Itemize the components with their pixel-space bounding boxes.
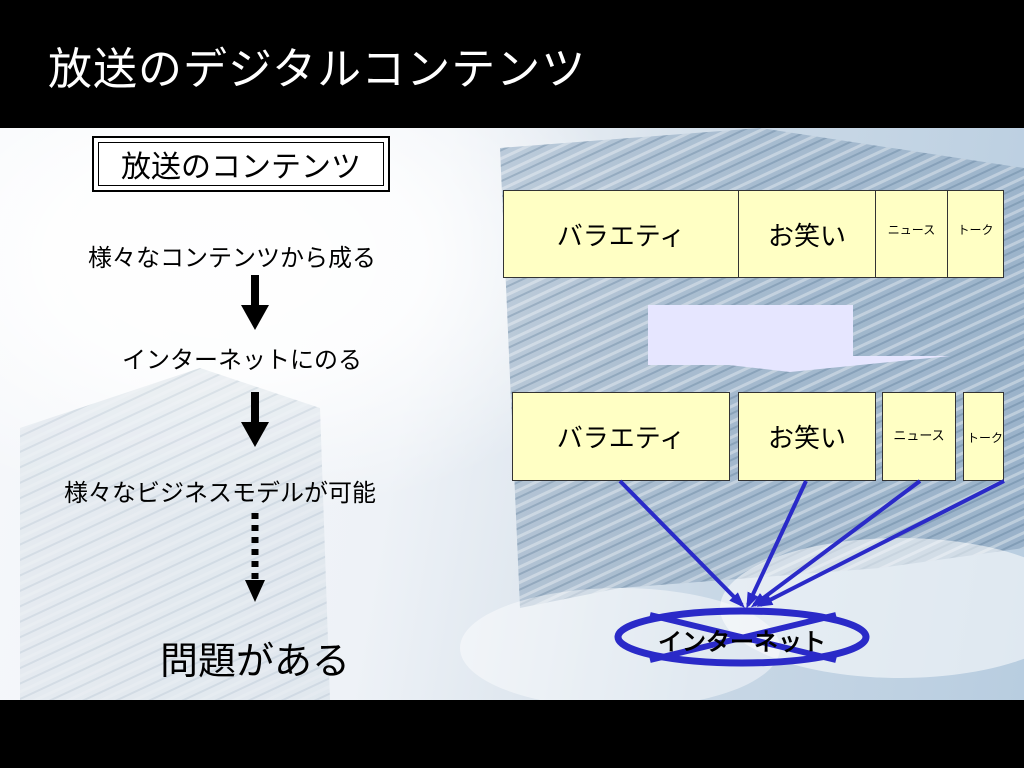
transition-band	[648, 305, 853, 365]
bottom-box-talk: トーク	[963, 392, 1004, 481]
top-box-news: ニュース	[875, 190, 948, 278]
flow-conclusion: 問題がある	[160, 639, 351, 683]
contents-heading-box: 放送のコンテンツ	[92, 136, 390, 192]
top-box-talk: トーク	[947, 190, 1004, 278]
flow-step-1: 様々なコンテンツから成る	[88, 244, 376, 272]
bottom-box-news: ニュース	[882, 392, 956, 481]
slide-title: 放送のデジタルコンテンツ	[48, 44, 587, 95]
bottom-bar	[0, 700, 1024, 768]
flow-step-2: インターネットにのる	[122, 346, 362, 374]
top-box-variety: バラエティ	[503, 190, 739, 278]
flow-step-3: 様々なビジネスモデルが可能	[64, 479, 376, 507]
top-box-owarai: お笑い	[738, 190, 876, 278]
contents-heading: 放送のコンテンツ	[98, 142, 384, 186]
internet-label: インターネット	[658, 628, 826, 656]
title-bar: 放送のデジタルコンテンツ	[0, 0, 1024, 128]
bottom-box-variety: バラエティ	[512, 392, 730, 481]
bottom-box-owarai: お笑い	[738, 392, 876, 481]
